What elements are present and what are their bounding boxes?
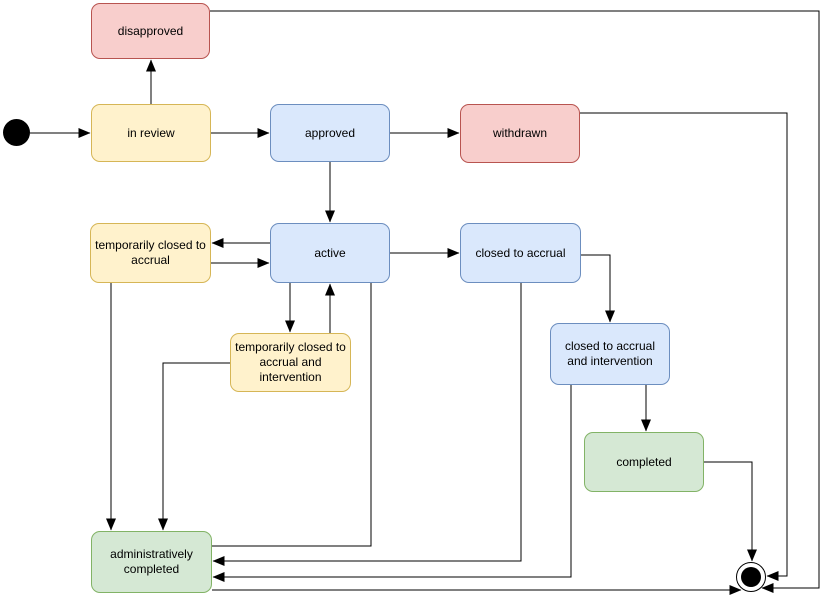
state-temporarily-closed-to-accrual[interactable]: temporarily closed to accrual <box>90 223 211 283</box>
transition-active-to-administratively-completed <box>212 283 372 547</box>
state-label-administratively-completed: administratively completed <box>110 547 193 576</box>
initial-state-node[interactable] <box>3 119 30 146</box>
state-label-temporarily-closed-to-accrual-and-intervention: temporarily closed to accrual and interv… <box>235 340 346 384</box>
transition-closed-to-accrual-and-intervention-to-administratively-completed <box>212 385 572 582</box>
state-label-in-review: in review <box>127 125 175 140</box>
transition-closed-to-accrual-to-administratively-completed <box>212 283 522 566</box>
state-label-withdrawn: withdrawn <box>492 126 548 140</box>
state-completed[interactable]: completed <box>584 432 704 492</box>
state-label-completed: completed <box>616 454 672 469</box>
state-approved[interactable]: approved <box>270 104 390 162</box>
state-label-active: active <box>314 245 346 260</box>
state-administratively-completed[interactable]: administratively completed <box>91 531 212 593</box>
transition-closed-to-accrual-to-closed-to-accrual-and-intervention <box>581 254 615 323</box>
final-state-node[interactable] <box>736 562 766 592</box>
state-temporarily-closed-to-accrual-and-intervention[interactable]: temporarily closed to accrual and interv… <box>230 333 351 392</box>
state-label-approved: approved <box>304 125 356 140</box>
state-label-temporarily-closed-to-accrual: temporarily closed to accrual <box>95 238 206 267</box>
state-active[interactable]: active <box>270 223 390 283</box>
state-label-disapproved: disapproved <box>117 23 184 38</box>
state-disapproved[interactable]: disapproved <box>91 3 210 59</box>
state-label-closed-to-accrual-and-intervention: closed to accrual and intervention <box>564 339 656 368</box>
state-label-closed-to-accrual: closed to accrual <box>475 245 566 260</box>
state-closed-to-accrual[interactable]: closed to accrual <box>460 223 581 283</box>
transition-temporarily-closed-to-accrual-and-intervention-to-administratively-completed <box>158 362 230 531</box>
state-in-review[interactable]: in review <box>91 104 211 162</box>
final-state-inner-dot <box>741 567 761 587</box>
state-closed-to-accrual-and-intervention[interactable]: closed to accrual and intervention <box>550 323 670 385</box>
state-withdrawn[interactable]: withdrawn <box>460 104 580 163</box>
transition-disapproved-to-final <box>210 10 820 593</box>
transition-completed-to-final <box>704 461 757 562</box>
